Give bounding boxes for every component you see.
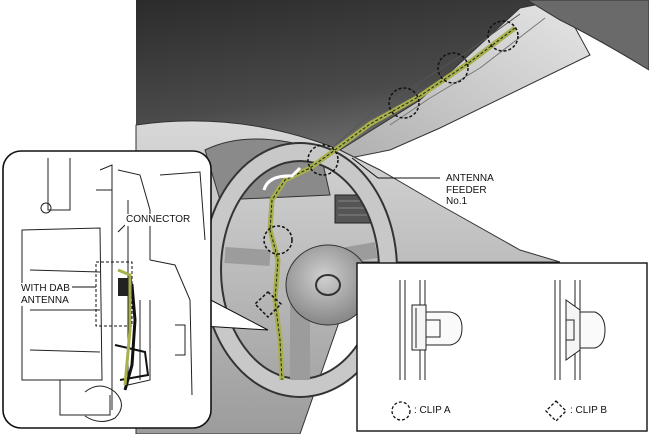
clip-a-symbol [391,401,411,421]
dab-connector-box [95,261,133,327]
clip-a-marker [487,20,519,52]
clip-a-marker [437,52,469,84]
clip-a-marker [307,144,339,176]
connector-label: CONNECTOR [125,214,192,226]
clip-b-legend-label: : CLIP B [570,405,608,416]
clip-a-markers [263,20,519,255]
windshield-area [136,0,560,150]
clip-b-marker [253,290,283,319]
clip-a-marker [388,87,420,119]
clip-a-legend-label: : CLIP A [414,405,451,416]
antenna-feeder-label: ANTENNA FEEDER No.1 [446,173,494,208]
clip-legend-inset [356,262,648,432]
with-dab-antenna-label-line: ANTENNA [21,294,69,306]
clip-a-marker [263,225,293,255]
with-dab-antenna-label: WITH DAB ANTENNA [20,283,71,306]
clip-a-illustration [399,280,463,380]
antenna-feeder-route [262,26,517,381]
clip-b-illustration [554,280,606,380]
with-dab-antenna-label-line: WITH DAB [21,283,70,294]
clip-b-symbol [545,400,567,422]
antenna-feeder-label-line: No.1 [446,196,468,207]
antenna-feeder-label-line: FEEDER [446,184,487,196]
antenna-feeder-label-line: ANTENNA [446,173,494,184]
